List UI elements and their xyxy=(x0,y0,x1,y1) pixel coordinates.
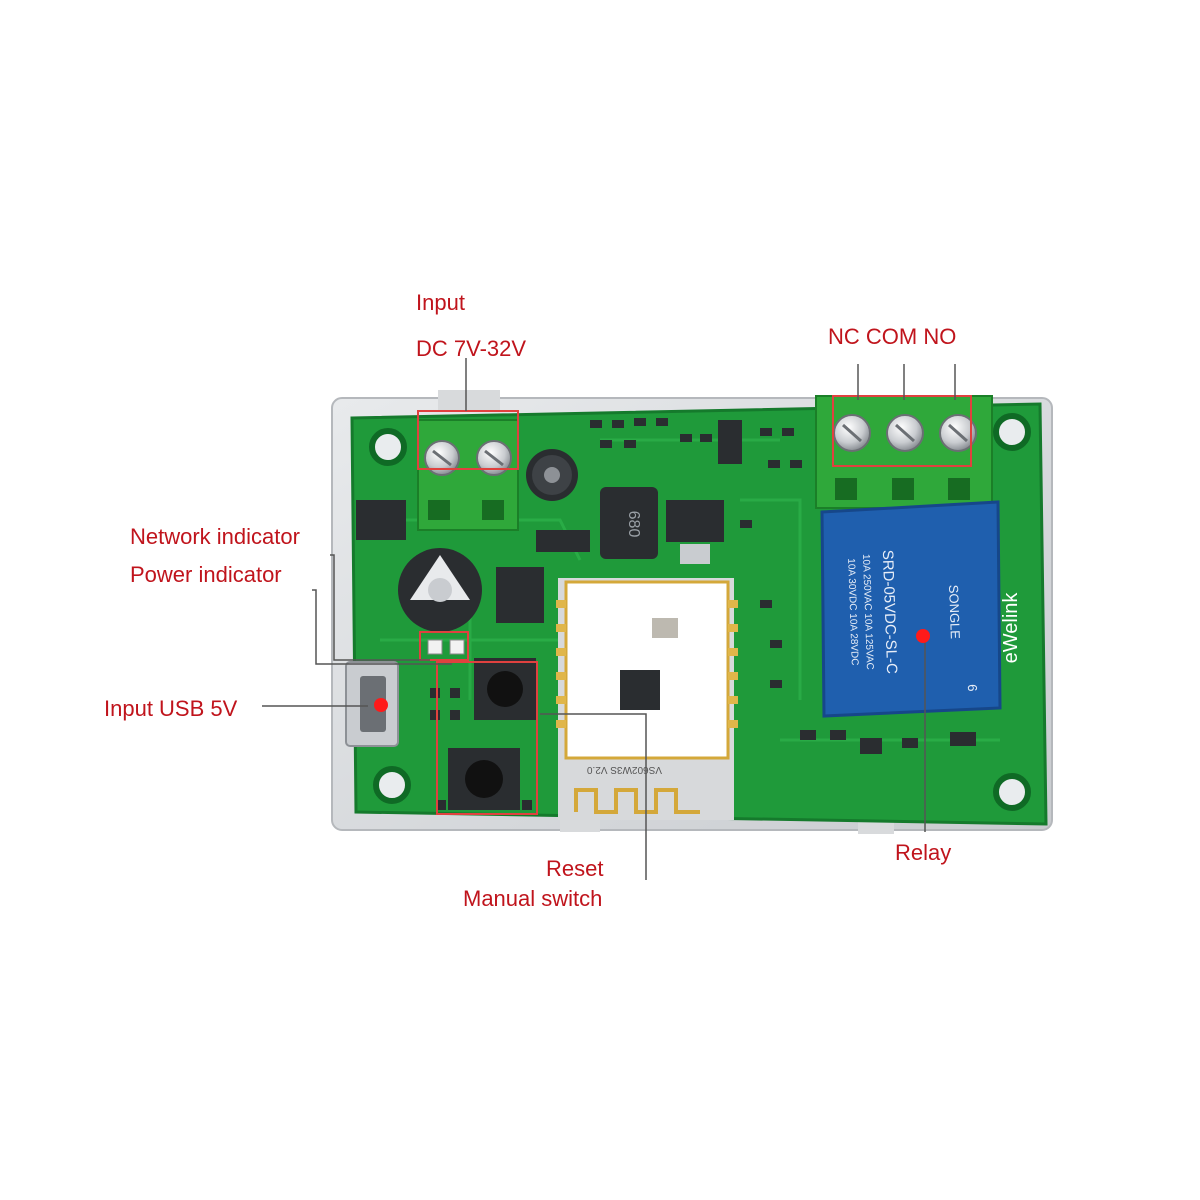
callout-box-relay-terminals xyxy=(832,395,972,467)
label-network-indicator: Network indicator xyxy=(130,524,300,549)
label-input-usb: Input USB 5V xyxy=(104,696,238,721)
mounting-hole-top-right xyxy=(993,413,1031,451)
ic-chip xyxy=(496,567,544,623)
relay-terminal-block xyxy=(815,395,993,509)
callout-box-buttons xyxy=(436,661,538,815)
capacitor-large xyxy=(398,548,482,632)
leader-reset-manual xyxy=(540,713,647,880)
label-relay-terminals: NC COM NO xyxy=(828,324,957,349)
relay-brand-text: SONGLE xyxy=(946,585,963,640)
label-power-indicator: Power indicator xyxy=(130,562,282,587)
shell-tab-top xyxy=(438,390,500,412)
callout-box-leds xyxy=(419,631,469,661)
manual-switch-button xyxy=(448,748,520,810)
marker-dot-relay xyxy=(916,629,930,643)
relay-module: SRD-05VDC-SL-C 10A 250VAC 10A 125VAC 10A… xyxy=(820,500,1002,718)
diode xyxy=(536,530,590,552)
label-reset: Reset xyxy=(546,856,604,881)
label-manual-switch: Manual switch xyxy=(463,886,603,911)
relay-rating-text-1: 10A 250VAC 10A 125VAC xyxy=(860,554,875,670)
inductor-mark: 680 xyxy=(625,511,642,538)
transistor xyxy=(356,500,406,540)
network-led xyxy=(427,639,443,655)
wifi-module-mark: VS602W3S V2.0 xyxy=(587,764,662,775)
label-relay: Relay xyxy=(895,840,952,865)
relay-pin-text: 6 xyxy=(965,684,980,692)
power-led xyxy=(449,639,465,655)
reset-button xyxy=(474,658,536,720)
capacitor-small xyxy=(526,449,578,501)
label-input: Input xyxy=(416,290,465,315)
mounting-hole-bottom-right xyxy=(993,773,1031,811)
marker-dot-usb xyxy=(374,698,388,712)
leader-network-indicator xyxy=(330,554,430,661)
brand-print: eWelink xyxy=(1000,592,1022,664)
inductor: 680 xyxy=(600,487,658,559)
leader-power-indicator xyxy=(312,589,452,665)
callout-box-input xyxy=(417,410,519,470)
relay-model-text: SRD-05VDC-SL-C xyxy=(879,549,900,674)
micro-usb-port xyxy=(345,661,399,747)
regulator-chip xyxy=(666,500,724,542)
label-input-voltage: DC 7V-32V xyxy=(416,336,527,361)
input-terminal-block xyxy=(417,419,519,531)
relay-rating-text-2: 10A 30VDC 10A 28VDC xyxy=(845,558,860,666)
regulator-tab xyxy=(680,544,710,564)
mounting-hole-bottom-left xyxy=(373,766,411,804)
mounting-hole-top-left xyxy=(369,428,407,466)
